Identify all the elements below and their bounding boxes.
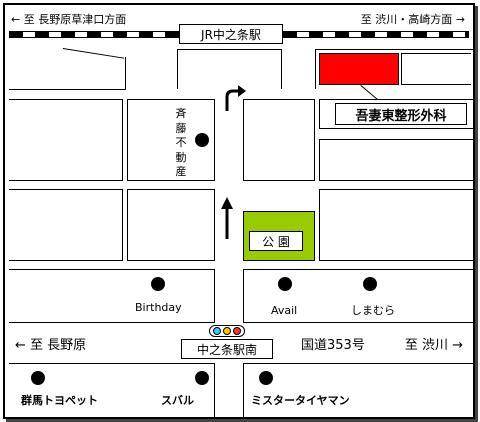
turn-right-arrow-icon	[225, 85, 246, 111]
straight-arrow-icon	[221, 197, 233, 239]
block	[9, 99, 123, 181]
signal-light-yellow	[223, 327, 231, 335]
direction-mid-right: 至 渋川 →	[404, 338, 463, 353]
mister-tireman-marker	[259, 371, 273, 385]
station-label: JR中之条駅	[179, 24, 283, 44]
landmark-avail: Avail	[271, 304, 298, 317]
landmark-birthday: Birthday	[135, 301, 182, 314]
road-edge	[281, 49, 282, 89]
saito-fudosan-marker	[195, 133, 209, 147]
intersection-label: 中之条駅南	[181, 339, 273, 359]
landmark-gunma-toyopet: 群馬トヨペット	[21, 394, 98, 407]
clinic-building	[319, 53, 399, 85]
road-edge	[177, 49, 281, 50]
direction-mid-left: ← 至 長野原	[15, 338, 87, 353]
road-edge	[315, 49, 473, 50]
block	[319, 139, 473, 181]
birthday-marker	[151, 277, 165, 291]
block	[243, 99, 315, 181]
road-edge	[125, 57, 126, 89]
park-label: 公 園	[249, 231, 303, 251]
signal-light-blue	[213, 327, 221, 335]
direction-top-left: ← 至 長野原草津口方面	[11, 13, 127, 26]
signal-light-red	[233, 327, 241, 335]
landmark-saito-fudosan: 斉 藤 不 動 産	[175, 107, 187, 178]
road-edge	[315, 49, 316, 89]
clinic-side-block	[401, 53, 471, 85]
gunma-toyopet-marker	[31, 371, 45, 385]
block	[9, 269, 215, 323]
block	[319, 189, 473, 261]
road-edge	[62, 48, 125, 59]
block	[9, 189, 123, 261]
block	[9, 363, 215, 417]
route-label: 国道353号	[301, 338, 365, 353]
block	[243, 363, 473, 417]
block	[127, 189, 215, 261]
avail-marker	[278, 277, 292, 291]
railway-right	[283, 31, 469, 38]
landmark-subaru: スバル	[161, 394, 194, 407]
subaru-marker	[195, 371, 209, 385]
road-edge	[177, 49, 178, 89]
landmark-mister-tireman: ミスタータイヤマン	[251, 394, 350, 407]
landmark-shimamura: しまむら	[351, 304, 395, 317]
clinic-label: 吾妻東整形外科	[335, 103, 467, 125]
railway-left	[9, 31, 179, 38]
direction-top-right: 至 渋川・高崎方面 →	[360, 13, 465, 26]
access-map: ← 至 長野原草津口方面 至 渋川・高崎方面 → JR中之条駅 吾妻東整形外科 …	[3, 3, 475, 419]
shimamura-marker	[363, 277, 377, 291]
road-edge	[9, 89, 126, 90]
traffic-signal-icon	[209, 325, 245, 337]
